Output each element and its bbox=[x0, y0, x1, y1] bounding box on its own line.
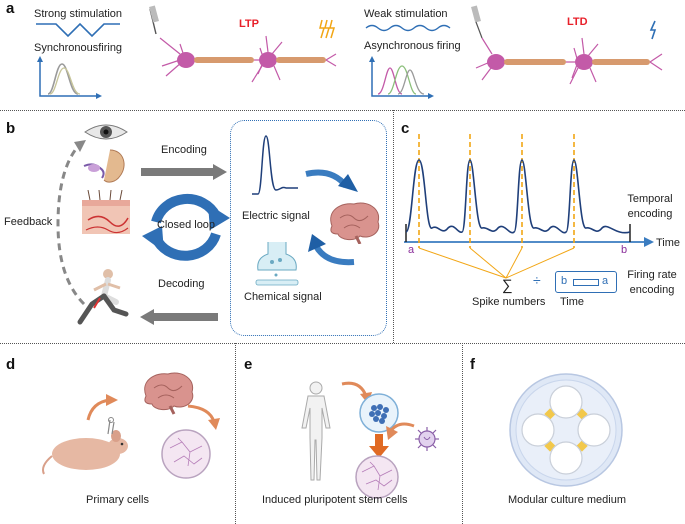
skin-layer-icon bbox=[82, 190, 130, 234]
weak-stimulation-label: Weak stimulation bbox=[364, 8, 448, 20]
brain-icon-d bbox=[144, 372, 194, 415]
sum-symbol: ∑ bbox=[502, 277, 513, 294]
mouse-to-brain-arrow bbox=[86, 394, 118, 421]
modular-culture-caption: Modular culture medium bbox=[508, 494, 626, 506]
panel-c-letter: c bbox=[401, 120, 410, 137]
electric-signal-label: Electric signal bbox=[242, 210, 310, 222]
ltp-lightning-icon bbox=[319, 19, 336, 39]
interval-b-label: b bbox=[561, 275, 568, 287]
decoding-label: Decoding bbox=[158, 278, 205, 290]
firing-rate-encoding-label: Firing rate encoding bbox=[627, 269, 677, 296]
feedback-arrow bbox=[56, 140, 86, 306]
signal-to-brain-arrow bbox=[305, 169, 358, 192]
asynchronous-firing-plot bbox=[369, 56, 434, 99]
synchronous-firing-plot bbox=[37, 56, 102, 99]
panel-d-letter: d bbox=[6, 356, 16, 373]
culture-dish-icon-d bbox=[161, 429, 211, 479]
ltd-label: LTD bbox=[567, 16, 588, 28]
ipsc-colony-icon bbox=[359, 393, 399, 433]
brain-to-dish-arrow bbox=[187, 404, 220, 430]
chemical-signal-label: Chemical signal bbox=[244, 291, 322, 303]
feedback-label: Feedback bbox=[4, 216, 53, 228]
virus-to-dish-arrow bbox=[386, 422, 415, 440]
brain-icon bbox=[330, 202, 380, 244]
interval-box: b a bbox=[555, 271, 617, 293]
closed-loop-arrows bbox=[142, 193, 230, 261]
encoding-arrow bbox=[141, 164, 227, 180]
weak-stimulation-wave bbox=[365, 24, 451, 32]
differentiation-arrow bbox=[369, 434, 389, 458]
action-potential-trace bbox=[252, 135, 298, 195]
human-figure-icon bbox=[301, 381, 331, 481]
primary-cells-caption: Primary cells bbox=[86, 494, 149, 506]
encoding-label: Encoding bbox=[161, 144, 207, 156]
eye-icon bbox=[84, 124, 128, 140]
panel-e-letter: e bbox=[244, 356, 253, 373]
divider-a-b bbox=[0, 110, 685, 111]
brain-to-signal-arrow bbox=[308, 234, 355, 266]
panel-a-letter: a bbox=[6, 0, 15, 17]
temporal-encoding-label: Temporal encoding bbox=[627, 193, 673, 220]
point-a-label: a bbox=[408, 244, 415, 256]
ltd-neuron-illustration bbox=[471, 5, 663, 85]
divide-symbol: ÷ bbox=[533, 272, 541, 288]
strong-stimulation-label: Strong stimulation bbox=[34, 8, 123, 20]
runner-icon bbox=[77, 269, 129, 325]
culture-dish-icon-e bbox=[355, 455, 399, 499]
strong-stimulation-wave bbox=[36, 22, 120, 38]
ear-icon bbox=[83, 149, 125, 183]
interval-time-label: Time bbox=[560, 296, 585, 308]
mouse-icon bbox=[42, 417, 128, 475]
interval-bar bbox=[573, 279, 599, 286]
panel-f-letter: f bbox=[470, 356, 475, 373]
ipsc-caption: Induced pluripotent stem cells bbox=[262, 494, 408, 506]
ltp-label: LTP bbox=[239, 18, 259, 30]
time-axis-label: Time bbox=[656, 237, 681, 249]
synapse-icon bbox=[255, 242, 299, 286]
signal-box bbox=[230, 120, 387, 336]
divider-b-c bbox=[393, 110, 394, 343]
divider-d-e bbox=[235, 343, 236, 524]
decoding-arrow bbox=[140, 309, 218, 325]
ltd-lightning-icon bbox=[649, 20, 657, 40]
divider-bc-def bbox=[0, 343, 685, 344]
panel-b-letter: b bbox=[6, 120, 16, 137]
temporal-encoding-plot bbox=[404, 134, 654, 279]
modular-culture-dish-icon bbox=[509, 373, 623, 487]
divider-e-f bbox=[462, 343, 463, 524]
closed-loop-label: Closed loop bbox=[156, 219, 216, 231]
viral-vector-icon bbox=[415, 427, 439, 451]
synchronous-firing-label: Synchronousfiring bbox=[34, 42, 123, 54]
asynchronous-firing-label: Asynchronous firing bbox=[364, 40, 461, 52]
ltp-neuron-illustration bbox=[149, 5, 337, 83]
spike-numbers-label: Spike numbers bbox=[472, 296, 546, 308]
interval-a-label: a bbox=[602, 275, 609, 287]
point-b-label: b bbox=[621, 244, 628, 256]
